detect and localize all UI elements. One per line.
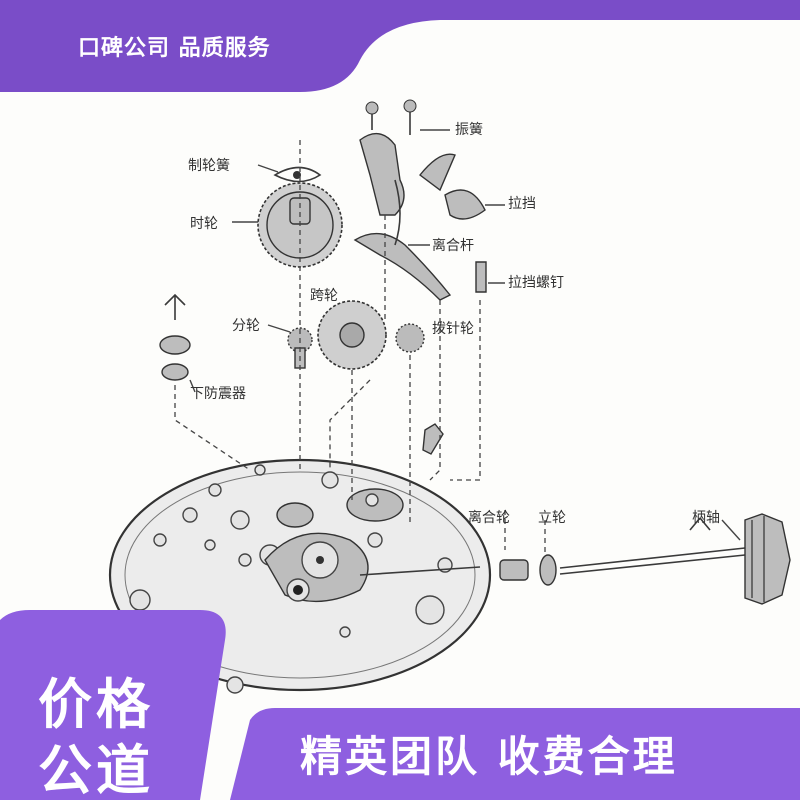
winding-stem-assembly — [359, 513, 791, 605]
label-clutch-wheel: 离合轮 — [468, 509, 510, 526]
leader-lines — [189, 129, 741, 541]
assembly-guide-lines — [174, 140, 546, 555]
label-minute-wheel: 分轮 — [232, 318, 260, 334]
label-setting-lever: 拉挡 — [508, 196, 536, 212]
top-banner — [0, 0, 800, 92]
setting-wheel — [395, 323, 425, 353]
team-slogan: 精英团队 收费合理 — [300, 732, 678, 781]
cannon-wheel — [317, 300, 387, 370]
bottom-bar-shape — [230, 708, 800, 800]
bottom-bar — [230, 708, 800, 800]
label-setting-lever-screw: 拉挡螺钉 — [508, 275, 564, 291]
label-clutch-lever: 离合杆 — [432, 237, 474, 254]
price-badge-shape — [0, 610, 226, 800]
price-fair-line2: 公道 — [38, 739, 154, 800]
shock-absorber — [159, 293, 191, 381]
plate-centre-parts — [264, 423, 444, 603]
label-cannon-wheel: 跨轮 — [310, 288, 338, 304]
main-plate-rim — [124, 471, 476, 679]
label-crown-wheel: 立轮 — [538, 510, 566, 526]
setting-lever-assembly — [353, 99, 487, 301]
price-badge — [0, 610, 226, 800]
price-fair-line1: 价格 — [38, 673, 154, 736]
label-hour-wheel: 时轮 — [190, 216, 218, 232]
label-winding-stem: 柄轴 — [692, 510, 720, 526]
label-vibration-spring: 振簧 — [455, 122, 483, 138]
label-setting-wheel: 拨针轮 — [432, 321, 474, 337]
label-hour-wheel-spring: 制轮簧 — [188, 158, 230, 174]
part-labels: 制轮簧 时轮 振簧 拉挡 离合杆 拉挡螺钉 跨轮 分轮 拨针轮 下防震器 离合轮… — [188, 122, 720, 526]
top-banner-shape — [0, 0, 800, 92]
hour-wheel-spring — [273, 166, 322, 183]
label-lower-shock-absorber: 下防震器 — [190, 386, 246, 402]
brand-slogan: 口碑公司 品质服务 — [78, 36, 271, 61]
